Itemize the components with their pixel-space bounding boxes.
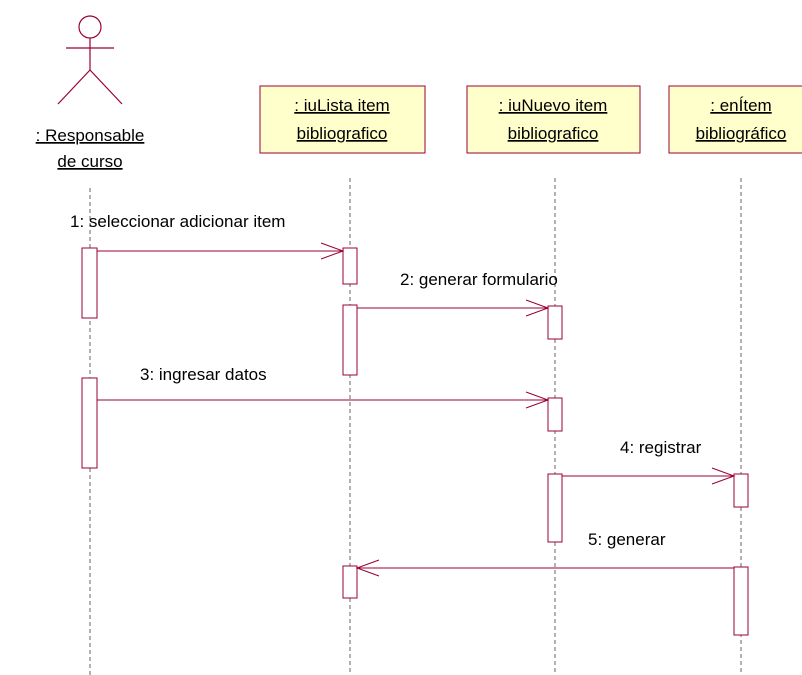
object-label-line2: bibliográfico bbox=[696, 124, 787, 143]
arrowhead bbox=[525, 391, 550, 409]
activation-enitem-1 bbox=[733, 473, 749, 508]
actor-figure bbox=[57, 15, 123, 105]
message-label: 1: seleccionar adicionar item bbox=[70, 212, 285, 231]
object-box bbox=[466, 85, 641, 154]
object-label-line1: : enÍtem bbox=[710, 96, 771, 115]
message-3: 3: ingresar datos bbox=[97, 365, 550, 409]
message-label: 4: registrar bbox=[620, 438, 702, 457]
message-label: 5: generar bbox=[588, 530, 666, 549]
object-label-line2: bibliografico bbox=[508, 124, 599, 143]
actor-label-line1: : Responsable bbox=[36, 126, 145, 145]
actor-label-line2: de curso bbox=[57, 152, 122, 171]
lifelines bbox=[89, 178, 742, 675]
activation-bars bbox=[81, 247, 749, 636]
message-label: 3: ingresar datos bbox=[140, 365, 267, 384]
activation-iunuevo-3 bbox=[547, 473, 563, 543]
object-enitem[interactable]: : enÍtem bibliográfico bbox=[668, 85, 802, 154]
activation-iulista-3 bbox=[342, 565, 358, 599]
arrowhead bbox=[320, 242, 345, 260]
actor-right-leg bbox=[89, 69, 123, 105]
arrowhead bbox=[355, 559, 380, 577]
message-1: 1: seleccionar adicionar item bbox=[70, 212, 345, 260]
message-4: 4: registrar bbox=[562, 438, 736, 485]
actor-left-leg bbox=[57, 69, 91, 105]
activation-iunuevo-1 bbox=[547, 305, 563, 340]
actor-head bbox=[78, 15, 102, 39]
message-5: 5: generar bbox=[355, 530, 734, 577]
activation-iulista-1 bbox=[342, 247, 358, 285]
object-iulista[interactable]: : iuLista item bibliografico bbox=[259, 85, 426, 154]
object-iunuevo[interactable]: : iuNuevo item bibliografico bbox=[466, 85, 641, 154]
arrowhead bbox=[525, 299, 550, 317]
object-label-line1: : iuNuevo item bbox=[499, 96, 608, 115]
activation-iulista-2 bbox=[342, 304, 358, 376]
message-2: 2: generar formulario bbox=[357, 270, 558, 317]
object-label-line1: : iuLista item bbox=[294, 96, 389, 115]
activation-actor-2 bbox=[81, 377, 98, 469]
message-label: 2: generar formulario bbox=[400, 270, 558, 289]
activation-enitem-2 bbox=[733, 566, 749, 636]
object-label-line2: bibliografico bbox=[297, 124, 388, 143]
object-box bbox=[668, 85, 802, 154]
arrowhead bbox=[711, 467, 736, 485]
activation-actor-1 bbox=[81, 247, 98, 319]
activation-iunuevo-2 bbox=[547, 397, 563, 432]
object-box bbox=[259, 85, 426, 154]
